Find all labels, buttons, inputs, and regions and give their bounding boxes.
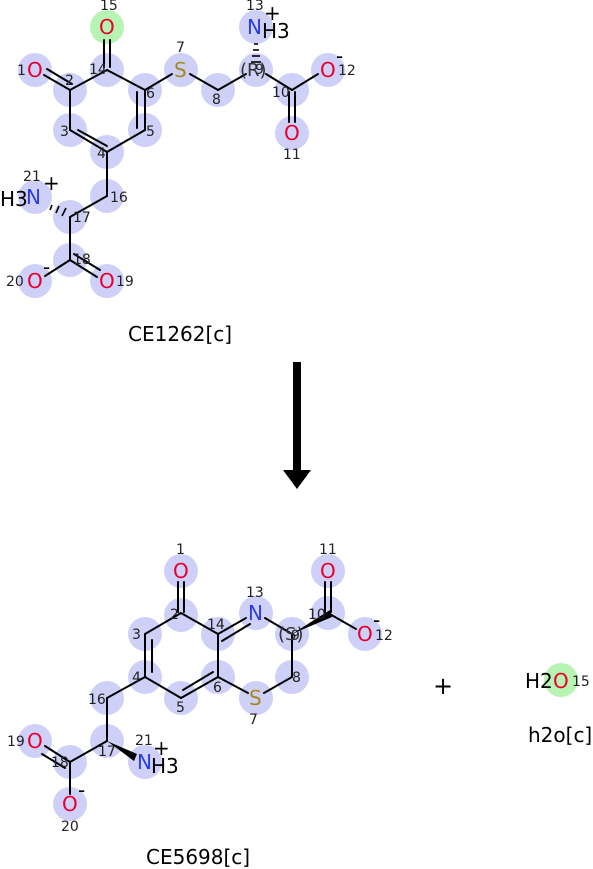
svg-text:11: 11 bbox=[283, 147, 301, 163]
product1-atom-o11: O bbox=[320, 559, 336, 583]
svg-text:19: 19 bbox=[116, 274, 134, 290]
svg-text:6: 6 bbox=[213, 680, 222, 696]
svg-text:17: 17 bbox=[98, 744, 116, 760]
reactant-stereo-9: (R) bbox=[240, 60, 267, 81]
reactant-bonds bbox=[43, 39, 319, 278]
product2-atom-o15: O bbox=[553, 669, 569, 693]
plus-sign: + bbox=[433, 672, 453, 700]
svg-text:21: 21 bbox=[135, 733, 153, 749]
product1-charge-21: + bbox=[153, 736, 170, 760]
reactant-atom-o19: O bbox=[99, 269, 115, 293]
reactant-atom-o1: O bbox=[27, 58, 43, 82]
svg-text:14: 14 bbox=[89, 62, 107, 78]
svg-text:5: 5 bbox=[176, 700, 185, 716]
svg-text:1: 1 bbox=[17, 63, 26, 79]
product2-molecule: H2 O 15 h2o[c] bbox=[525, 663, 592, 747]
product1-highlights bbox=[18, 554, 382, 821]
product1-atom-o1: O bbox=[173, 559, 189, 583]
reactant-atom-o20: O bbox=[27, 269, 43, 293]
svg-text:12: 12 bbox=[375, 628, 393, 644]
reactant-charge-20: - bbox=[43, 255, 50, 279]
product1-charge-12: - bbox=[373, 608, 380, 632]
svg-text:10: 10 bbox=[308, 607, 326, 623]
reactant-atom-n21: N bbox=[26, 185, 41, 209]
reactant-atom-n13: N bbox=[247, 15, 262, 39]
svg-text:12: 12 bbox=[338, 63, 356, 79]
reactant-molecule: O O S N H3 + O - O H3 N + O - O (R) 1 2 … bbox=[0, 0, 356, 346]
svg-text:20: 20 bbox=[6, 274, 24, 290]
svg-text:11: 11 bbox=[319, 542, 337, 558]
product2-atom-number: 15 bbox=[572, 674, 590, 690]
svg-text:18: 18 bbox=[51, 755, 69, 771]
reactant-name: CE1262[c] bbox=[128, 322, 232, 346]
reactant-atom-s7: S bbox=[174, 58, 187, 82]
product2-name: h2o[c] bbox=[528, 723, 592, 747]
product1-bonds bbox=[41, 581, 357, 795]
product1-atom-numbers: 1 2 3 4 5 6 7 8 9 10 11 12 13 14 16 17 1… bbox=[7, 542, 393, 835]
svg-text:19: 19 bbox=[7, 734, 25, 750]
product1-atom-n13: N bbox=[248, 601, 263, 625]
reaction-arrow bbox=[283, 362, 311, 489]
reactant-atom-o12: O bbox=[320, 58, 336, 82]
svg-text:7: 7 bbox=[249, 712, 258, 728]
reactant-atom-o11: O bbox=[284, 121, 300, 145]
product1-atom-s7: S bbox=[249, 686, 262, 710]
reactant-charge-13: + bbox=[264, 1, 281, 25]
product1-name: CE5698[c] bbox=[146, 845, 250, 869]
svg-text:4: 4 bbox=[97, 146, 106, 162]
svg-text:9: 9 bbox=[291, 628, 300, 644]
svg-text:3: 3 bbox=[60, 124, 69, 140]
product1-molecule: O N O O - S O O - N H3 + (S) 1 2 3 4 5 6… bbox=[7, 542, 393, 869]
svg-text:3: 3 bbox=[132, 627, 141, 643]
product1-atom-o19: O bbox=[27, 729, 43, 753]
svg-text:13: 13 bbox=[246, 0, 264, 14]
svg-text:17: 17 bbox=[73, 210, 91, 226]
svg-text:1: 1 bbox=[176, 542, 185, 558]
svg-text:2: 2 bbox=[65, 73, 74, 89]
svg-text:10: 10 bbox=[272, 85, 290, 101]
svg-text:8: 8 bbox=[292, 670, 301, 686]
svg-text:14: 14 bbox=[207, 617, 225, 633]
svg-text:2: 2 bbox=[170, 607, 179, 623]
svg-text:4: 4 bbox=[132, 670, 141, 686]
product1-atom-n21: N bbox=[137, 750, 152, 774]
svg-text:13: 13 bbox=[246, 585, 264, 601]
svg-text:20: 20 bbox=[61, 819, 79, 835]
svg-text:9: 9 bbox=[255, 62, 264, 78]
svg-text:7: 7 bbox=[176, 40, 185, 56]
reactant-atom-h3-13: H3 bbox=[262, 19, 290, 43]
product1-atom-h3-21: H3 bbox=[151, 754, 179, 778]
reactant-charge-21: + bbox=[43, 171, 60, 195]
svg-text:15: 15 bbox=[100, 0, 118, 14]
svg-text:18: 18 bbox=[73, 252, 91, 268]
svg-text:16: 16 bbox=[110, 190, 128, 206]
svg-text:16: 16 bbox=[88, 692, 106, 708]
svg-text:21: 21 bbox=[23, 169, 41, 185]
svg-text:6: 6 bbox=[146, 86, 155, 102]
svg-text:8: 8 bbox=[212, 92, 221, 108]
product1-atom-o12: O bbox=[357, 622, 373, 646]
reactant-charge-12: - bbox=[336, 44, 343, 68]
product2-atom-h2: H2 bbox=[525, 669, 553, 693]
product1-charge-20: - bbox=[78, 778, 85, 802]
reactant-atom-o15: O bbox=[99, 15, 115, 39]
reactant-atom-h3-21: H3 bbox=[0, 187, 28, 211]
reactant-atom-numbers: 1 2 3 4 5 6 7 8 9 10 11 12 13 14 15 16 1… bbox=[6, 0, 356, 290]
svg-text:5: 5 bbox=[146, 124, 155, 140]
product1-atom-o20: O bbox=[62, 792, 78, 816]
product1-stereo-9: (S) bbox=[278, 624, 303, 645]
